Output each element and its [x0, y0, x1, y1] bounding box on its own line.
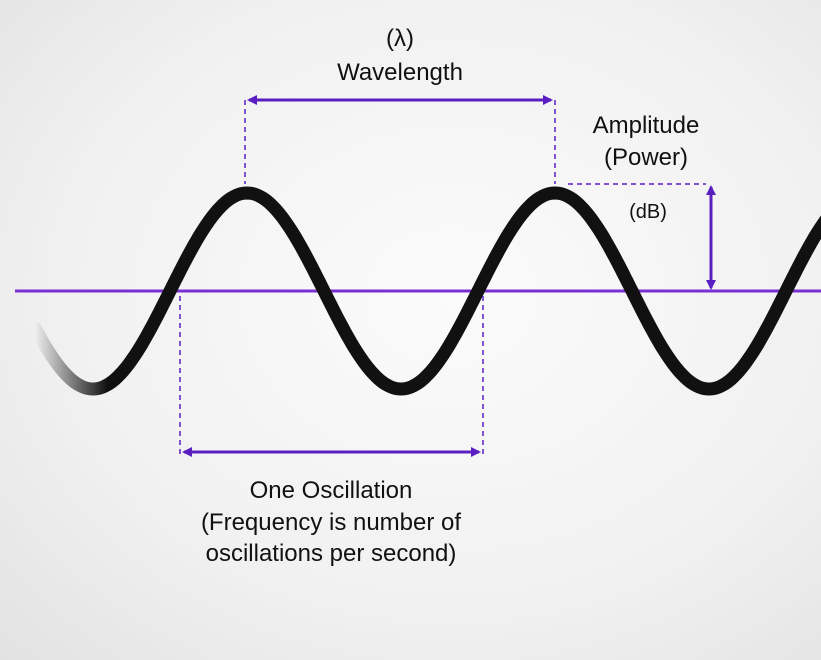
amplitude-label: Amplitude: [593, 112, 700, 139]
power-label: (Power): [604, 144, 688, 171]
frequency-label-line2: oscillations per second): [206, 540, 457, 567]
frequency-label-line1: (Frequency is number of: [201, 509, 461, 536]
wavelength-label: Wavelength: [337, 59, 463, 86]
oscillation-label: One Oscillation: [250, 477, 413, 504]
sine-wave: [28, 186, 821, 396]
lambda-label: (λ): [386, 25, 414, 52]
db-label: (dB): [629, 201, 667, 223]
